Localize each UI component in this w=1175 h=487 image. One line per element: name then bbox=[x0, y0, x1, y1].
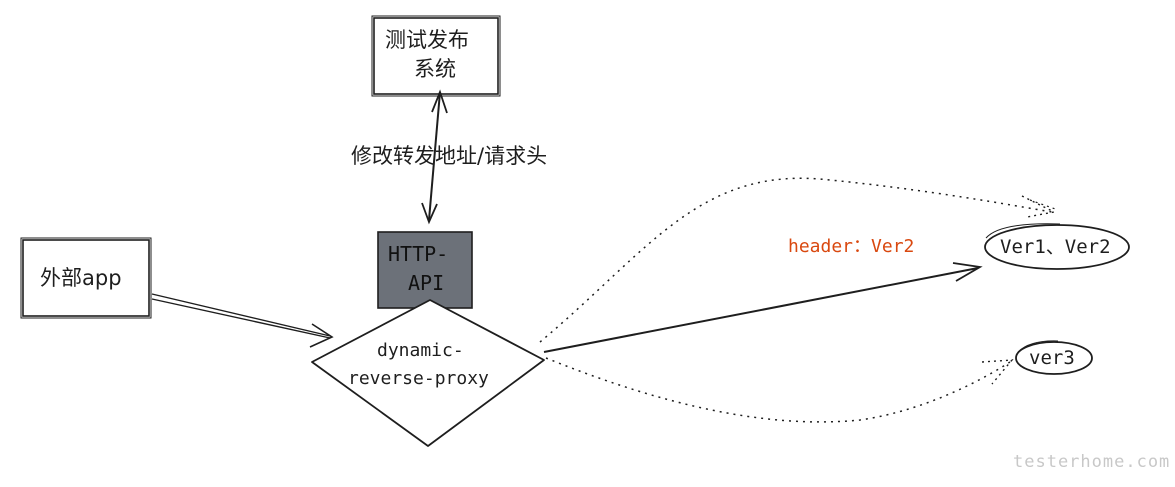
ver12-node bbox=[984, 223, 1130, 270]
test-system-node bbox=[371, 15, 501, 97]
external-app-node bbox=[20, 237, 152, 319]
test-system-label-1: 测试发布 bbox=[385, 28, 469, 52]
http-api-label-1: HTTP- bbox=[388, 242, 449, 266]
proxy-label-1: dynamic- bbox=[377, 340, 464, 361]
proxy-label-2: reverse-proxy bbox=[348, 368, 489, 389]
http-api-node bbox=[377, 231, 473, 309]
test-system-label-2: 系统 bbox=[414, 57, 456, 81]
edge-modify-label: 修改转发地址/请求头 bbox=[351, 144, 548, 168]
edge-proxy-ver1-dotted bbox=[539, 177, 1059, 343]
watermark: testerhome.com bbox=[1013, 452, 1171, 472]
edge-proxy-ver3-dotted bbox=[545, 357, 1014, 423]
edge-proxy-ver2 bbox=[543, 262, 983, 353]
edge-app-proxy bbox=[151, 293, 334, 348]
external-app-label: 外部app bbox=[40, 266, 122, 290]
edge-test-system-api bbox=[421, 89, 448, 225]
ver3-label: ver3 bbox=[1029, 347, 1075, 369]
proxy-node bbox=[311, 299, 545, 447]
ver3-node bbox=[1015, 340, 1093, 375]
edge-header-label: header：Ver2 bbox=[788, 236, 915, 257]
ver12-label: Ver1、Ver2 bbox=[1000, 236, 1111, 258]
http-api-label-2: API bbox=[408, 271, 445, 295]
